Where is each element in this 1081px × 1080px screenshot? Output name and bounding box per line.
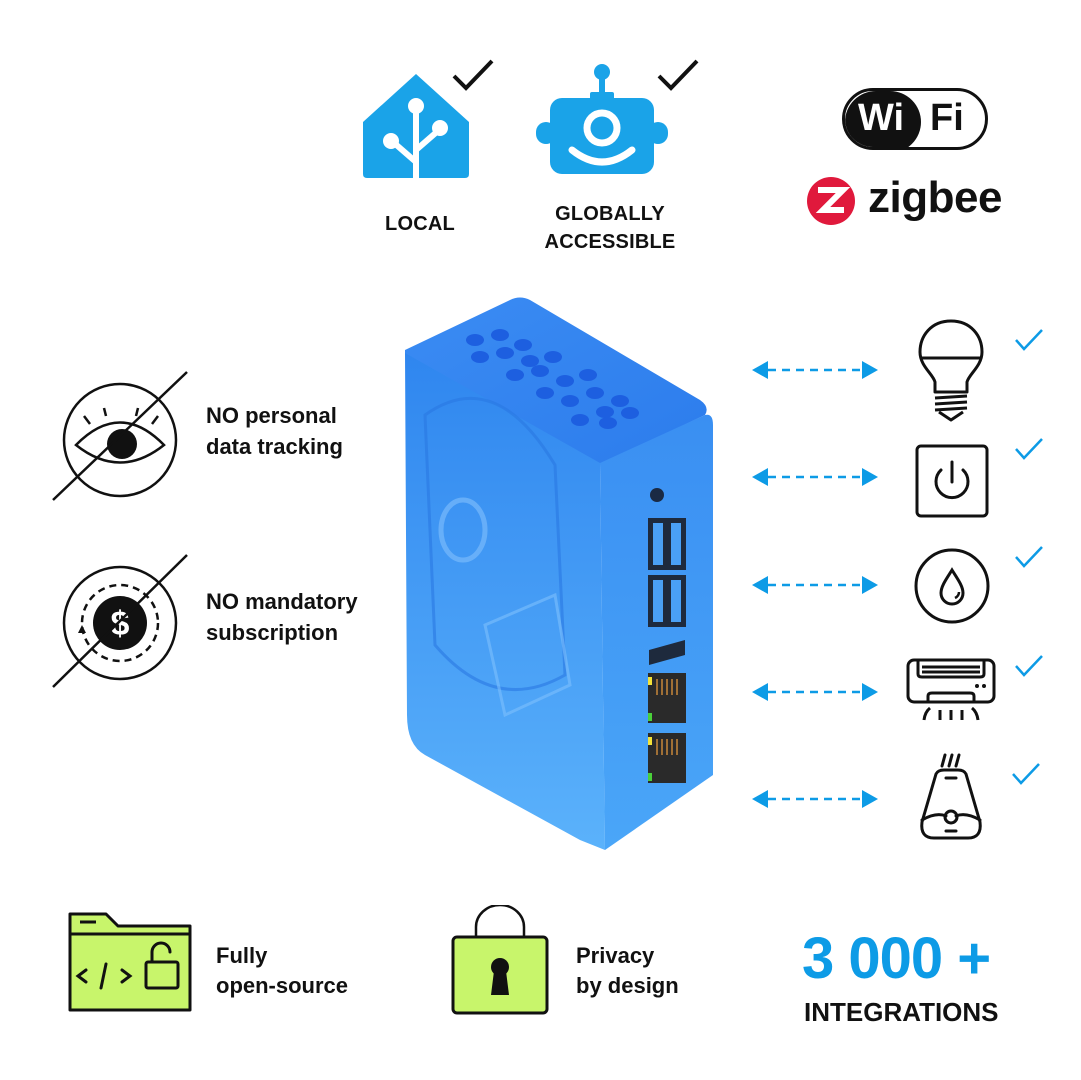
humidifier-icon (920, 753, 982, 840)
check-icon (1015, 655, 1043, 677)
integrations-block: 3 000 + INTEGRATIONS (796, 924, 1016, 1034)
bidirectional-arrow-icon (752, 576, 878, 594)
no-subscription-line2: subscription (206, 620, 339, 645)
check-icon (1012, 763, 1040, 785)
check-icon (1015, 438, 1043, 460)
light-bulb-icon (918, 319, 984, 422)
globally-label: GLOBALLY (555, 203, 665, 225)
svg-text:$: $ (111, 605, 130, 643)
code-folder-unlocked-icon (68, 912, 192, 1012)
feature-local: LOCAL (355, 58, 505, 248)
checkmark-icon (657, 59, 699, 91)
wifi-logo: Wi Fi (842, 88, 988, 150)
integrations-label: INTEGRATIONS (804, 997, 999, 1027)
zigbee-z-icon (807, 177, 855, 225)
robot-cloud-icon (536, 64, 668, 174)
dollar-subscription-crossed-icon: $ (52, 554, 188, 688)
privacy-line1: Privacy (576, 943, 655, 968)
integrations-count: 3 000 + (802, 926, 991, 991)
bidirectional-arrow-icon (752, 683, 878, 701)
feature-globally-accessible: GLOBALLY ACCESSIBLE (530, 58, 710, 258)
check-icon (1015, 329, 1043, 351)
feature-no-tracking: NO personal data tracking (50, 370, 390, 510)
feature-no-subscription: $ NO mandatory subscription (50, 553, 390, 693)
check-icon (1015, 546, 1043, 568)
zigbee-text: zigbee (868, 173, 1002, 222)
privacy-line2: by design (576, 973, 679, 998)
air-conditioner-icon (906, 658, 996, 721)
eye-crossed-icon (52, 371, 188, 501)
padlock-icon (451, 905, 549, 1015)
no-tracking-line2: data tracking (206, 434, 343, 459)
open-source-line1: Fully (216, 943, 268, 968)
open-source-line2: open-source (216, 973, 349, 998)
bidirectional-arrow-icon (752, 361, 878, 379)
no-tracking-line1: NO personal (206, 403, 337, 428)
water-drop-sensor-icon (914, 548, 990, 624)
feature-privacy: Privacy by design (450, 905, 730, 1020)
bidirectional-arrow-icon (752, 790, 878, 808)
local-label: LOCAL (385, 213, 455, 235)
accessible-label: ACCESSIBLE (544, 231, 676, 253)
zigbee-logo: zigbee (806, 170, 1036, 230)
home-assistant-house-icon (363, 74, 469, 180)
no-subscription-line1: NO mandatory (206, 589, 358, 614)
blue-hub-device (405, 297, 713, 850)
wifi-wi-text: Wi (858, 97, 905, 139)
feature-open-source: Fully open-source (66, 910, 376, 1020)
bidirectional-arrow-icon (752, 468, 878, 486)
wifi-fi-text: Fi (930, 97, 964, 139)
checkmark-icon (452, 59, 494, 91)
power-switch-icon (915, 444, 989, 518)
